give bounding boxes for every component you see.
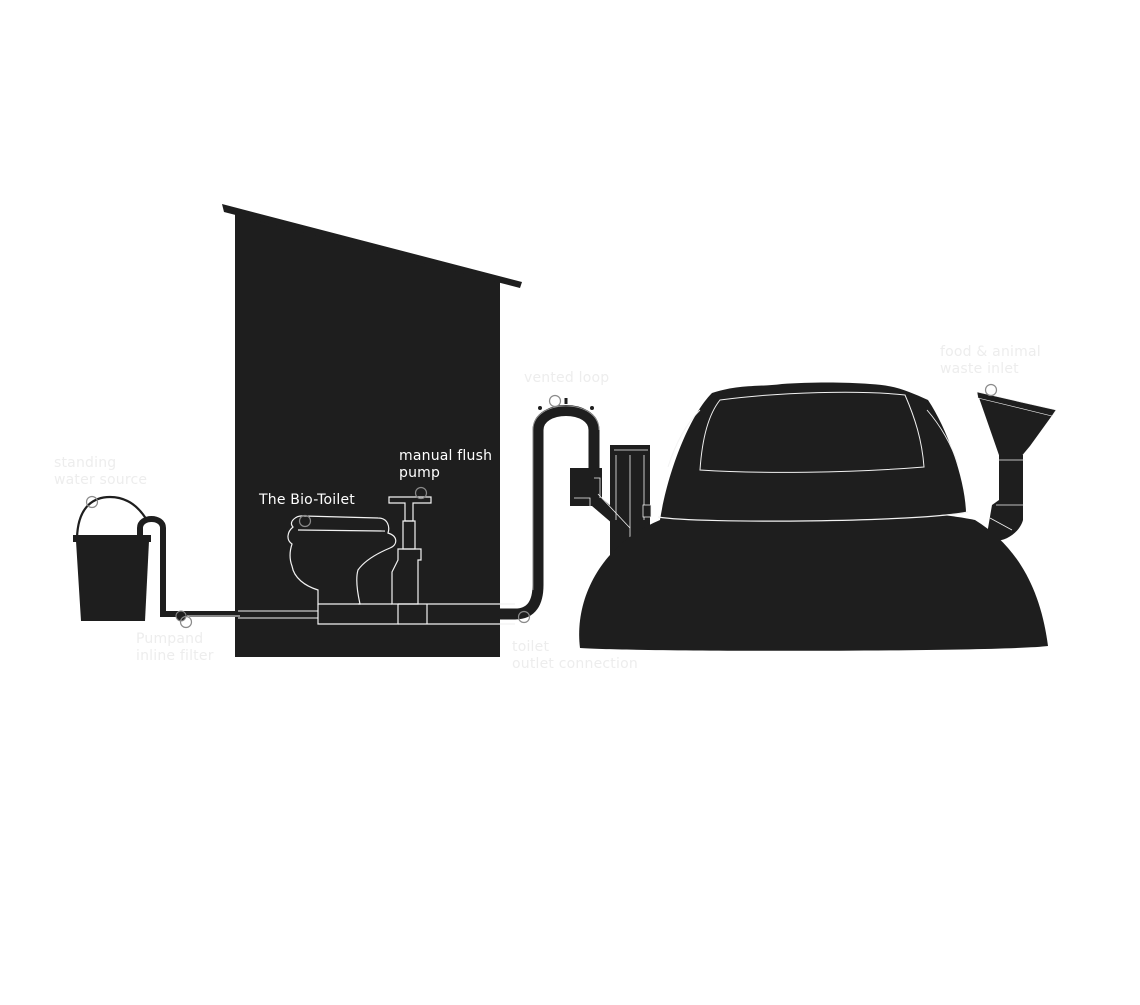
label-line: food & animal [940,344,1041,360]
vent-cap-left [538,406,542,410]
hotspot-standing-water-source[interactable] [85,495,99,509]
funnel-inlet-icon [976,391,1057,542]
inlet-elbow-outline [574,477,601,508]
hand-pump-icon [358,496,515,625]
label-pumpand-inline-filter: Pumpand inline filter [136,631,214,665]
toilet-seat-line [297,529,386,532]
tank-base [579,508,1048,651]
funnel-pipe-bands [989,459,1025,531]
label-line: vented loop [524,370,610,386]
label-line: water source [54,472,148,488]
outlet-pipe-loop [428,405,600,620]
hotspot-vented-loop[interactable] [548,394,562,408]
outhouse-shed [222,204,522,657]
vent-cap-right [590,406,594,410]
label-food-animal-waste-inlet: food & animal waste inlet [940,344,1041,378]
outlet-pipe-highlight [532,405,600,590]
tank-left-panel [667,409,701,468]
hotspot-toilet-outlet-connection[interactable] [517,610,531,624]
inlet-riser-outline [614,449,648,540]
label-line: standing [54,455,117,471]
label-toilet-outlet-connection: toilet outlet connection [512,639,638,673]
label-bio-toilet: The Bio-Toilet [259,492,355,509]
label-line: inline filter [136,648,214,664]
label-vented-loop: vented loop [524,370,609,387]
toilet-pedestal [317,604,399,625]
shed-body [235,212,500,657]
label-line: waste inlet [940,361,1019,377]
label-standing-water-source: standing water source [54,455,147,489]
bucket-handle [75,495,149,539]
tank-dome [660,382,966,521]
tank-top-panel [699,391,925,473]
shed-roof [222,204,522,288]
label-line: The Bio-Toilet [259,492,355,508]
inlet-valve-nut [642,504,652,518]
bucket-body [76,541,149,621]
funnel-rim [976,391,1057,417]
label-line: Pumpand [136,631,204,647]
label-line: outlet connection [512,656,638,672]
hotspot-bio-toilet[interactable] [298,514,312,528]
toilet-bowl-outline [287,515,397,605]
inlet-mid-line [597,493,631,529]
label-line: pump [399,465,441,481]
funnel-pipe [986,455,1023,542]
hotspots [85,383,998,629]
tank-belt-line [657,511,969,522]
hotspot-manual-flush-pump[interactable] [414,486,428,500]
label-line: manual flush [399,448,493,464]
siphon-pipe [137,516,315,617]
label-line: toilet [512,639,550,655]
tank-right-panel [926,409,959,466]
water-supply-pipe [137,516,318,622]
hotspot-pumpand-inline-filter[interactable] [179,615,193,629]
bucket-icon [73,495,151,621]
label-manual-flush-pump: manual flush pump [399,448,492,482]
bucket-rim [73,535,151,542]
biodigester-tank-icon [579,382,1048,651]
hotspot-food-animal-waste-inlet[interactable] [984,383,998,397]
toilet-icon [287,515,399,625]
digester-inlet-assembly [570,445,652,555]
toilet-outlet-pipe [398,603,515,625]
outlet-pipe [428,398,600,620]
